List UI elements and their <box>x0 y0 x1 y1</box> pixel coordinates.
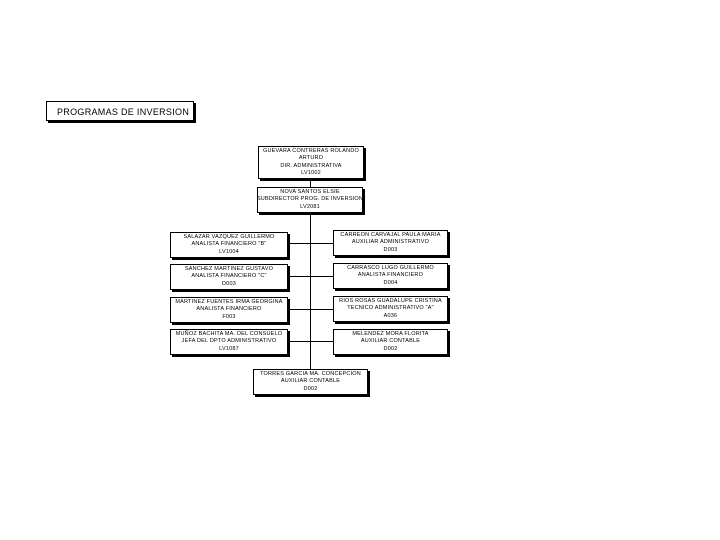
org-node-left-2: SANCHEZ MARTINEZ GUSTAVO ANALISTA FINANC… <box>170 264 288 290</box>
org-node-subdirector: NOVA SANTOS ELSIE SUBDIRECTOR PROG. DE I… <box>257 187 363 213</box>
node-position: AUXILIAR ADMINISTRATIVO <box>351 239 430 246</box>
org-node-right-3: RIOS ROSAS GUADALUPE CRISTINA TECNICO AD… <box>333 296 448 322</box>
node-position: ANALISTA FINANCIERO <box>357 272 424 279</box>
org-node-bottom: TORRES GARCIA MA. CONCEPCION AUXILIAR CO… <box>253 369 368 395</box>
node-name: MUÑOZ BACHITA MA. DEL CONSUELO <box>175 330 283 337</box>
org-node-right-2: CARRASCO LUGO GUILLERMO ANALISTA FINANCI… <box>333 263 448 289</box>
connector-director-subdirector <box>310 179 311 187</box>
chart-title: PROGRAMAS DE INVERSION <box>46 101 194 121</box>
connector-row-3 <box>288 309 333 310</box>
node-position: TECNICO ADMINISTRATIVO "A" <box>347 305 434 312</box>
connector-row-2 <box>288 276 333 277</box>
node-position: ANALISTA FINANCIERO "C" <box>191 273 267 280</box>
node-code: D003 <box>222 280 236 287</box>
org-node-director: GUEVARA CONTRERAS ROLANDO ARTURO DIR. AD… <box>258 146 364 179</box>
connector-trunk <box>310 213 311 369</box>
node-name-cont: ARTURO <box>298 155 324 161</box>
node-position: AUXILIAR CONTABLE <box>360 338 421 345</box>
node-code: A036 <box>383 312 398 319</box>
node-code: LV2081 <box>300 203 320 210</box>
node-code: D003 <box>383 246 398 253</box>
connector-row-1 <box>288 243 333 244</box>
node-code: D002 <box>303 385 318 392</box>
node-name: GUEVARA CONTRERAS ROLANDO <box>263 147 359 154</box>
org-node-right-1: CARREON CARVAJAL PAULA MARIA AUXILIAR AD… <box>333 230 448 256</box>
node-name: CARREON CARVAJAL PAULA MARIA <box>340 231 441 238</box>
node-name: NOVA SANTOS ELSIE <box>280 188 340 195</box>
node-code: D004 <box>383 279 398 286</box>
node-position: DIR. ADMINISTRATIVA <box>280 162 342 169</box>
org-node-right-4: MELENDEZ MORA FLORITA AUXILIAR CONTABLE … <box>333 329 448 355</box>
node-name: SANCHEZ MARTINEZ GUSTAVO <box>184 265 274 272</box>
node-name: MARTINEZ FUENTES IRMA GEORGINA <box>175 298 283 305</box>
node-position: SUBDIRECTOR PROG. DE INVERSION <box>256 196 364 203</box>
node-name: SALAZAR VAZQUEZ GUILLERMO <box>183 233 275 240</box>
org-node-left-1: SALAZAR VAZQUEZ GUILLERMO ANALISTA FINAN… <box>170 232 288 258</box>
node-name: MELENDEZ MORA FLORITA <box>352 330 429 337</box>
node-name: TORRES GARCIA MA. CONCEPCION <box>260 370 361 377</box>
node-code: LV1002 <box>301 170 321 176</box>
connector-row-4 <box>288 341 333 342</box>
node-name: RIOS ROSAS GUADALUPE CRISTINA <box>339 297 442 304</box>
node-code: LV1087 <box>219 345 239 352</box>
node-position: ANALISTA FINANCIERO "B" <box>191 241 267 248</box>
org-node-left-4: MUÑOZ BACHITA MA. DEL CONSUELO JEFA DEL … <box>170 329 288 355</box>
node-code: F003 <box>222 313 236 320</box>
node-code: LV1004 <box>219 248 239 255</box>
node-position: JEFA DEL DPTO ADMINISTRATIVO <box>181 338 277 345</box>
node-code: D002 <box>383 345 398 352</box>
org-node-left-3: MARTINEZ FUENTES IRMA GEORGINA ANALISTA … <box>170 297 288 323</box>
node-position: ANALISTA FINANCIERO <box>196 306 262 313</box>
node-name: CARRASCO LUGO GUILLERMO <box>347 264 434 271</box>
node-position: AUXILIAR CONTABLE <box>280 378 341 385</box>
